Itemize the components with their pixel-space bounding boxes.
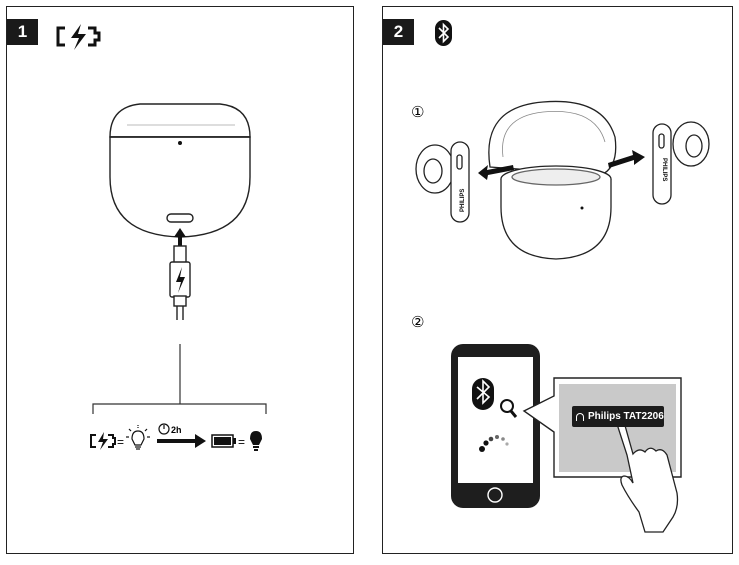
clock-icon (158, 423, 170, 435)
bluetooth-search-icon (472, 378, 518, 418)
bluetooth-icon (435, 20, 452, 46)
pairing-illustration: ① ② PHILIPS PHILIPS (411, 20, 710, 533)
equals-sign-2: = (238, 435, 245, 449)
remove-arrows (478, 150, 645, 180)
step-number-badge: 1 (7, 19, 38, 45)
legend-charging-icon (90, 432, 116, 450)
headphones-icon (576, 412, 584, 421)
battery-full-icon (211, 434, 236, 448)
hand-pointer-icon (615, 418, 679, 533)
charging-case (109, 103, 251, 238)
searching-spinner-icon (479, 435, 509, 452)
phone (451, 344, 540, 508)
right-earbud: PHILIPS (652, 121, 710, 205)
insert-arrow (174, 228, 186, 246)
charging-icon (56, 24, 101, 50)
substep-2-marker: ② (411, 313, 424, 331)
usb-cable (169, 245, 191, 320)
charging-illustration: = 2h = (56, 24, 267, 451)
pairing-panel: 2 ① ② PHILIPS (382, 6, 733, 554)
device-name-button[interactable]: Philips TAT2206 (572, 406, 664, 427)
device-name-label: Philips TAT2206 (588, 411, 664, 422)
substep-1-marker: ① (411, 103, 424, 121)
open-charging-case (488, 100, 617, 260)
led-blinking-icon (126, 425, 150, 450)
charging-panel: 1 (6, 6, 354, 554)
progress-arrow (157, 434, 206, 448)
charge-duration: 2h (171, 425, 182, 435)
led-solid-icon (250, 431, 262, 451)
step-number-badge-2: 2 (383, 19, 414, 45)
equals-sign: = (117, 435, 124, 449)
left-earbud: PHILIPS (415, 141, 470, 223)
brand-label-right: PHILIPS (661, 158, 667, 181)
legend-bracket (92, 344, 267, 414)
brand-label-left: PHILIPS (460, 189, 466, 212)
